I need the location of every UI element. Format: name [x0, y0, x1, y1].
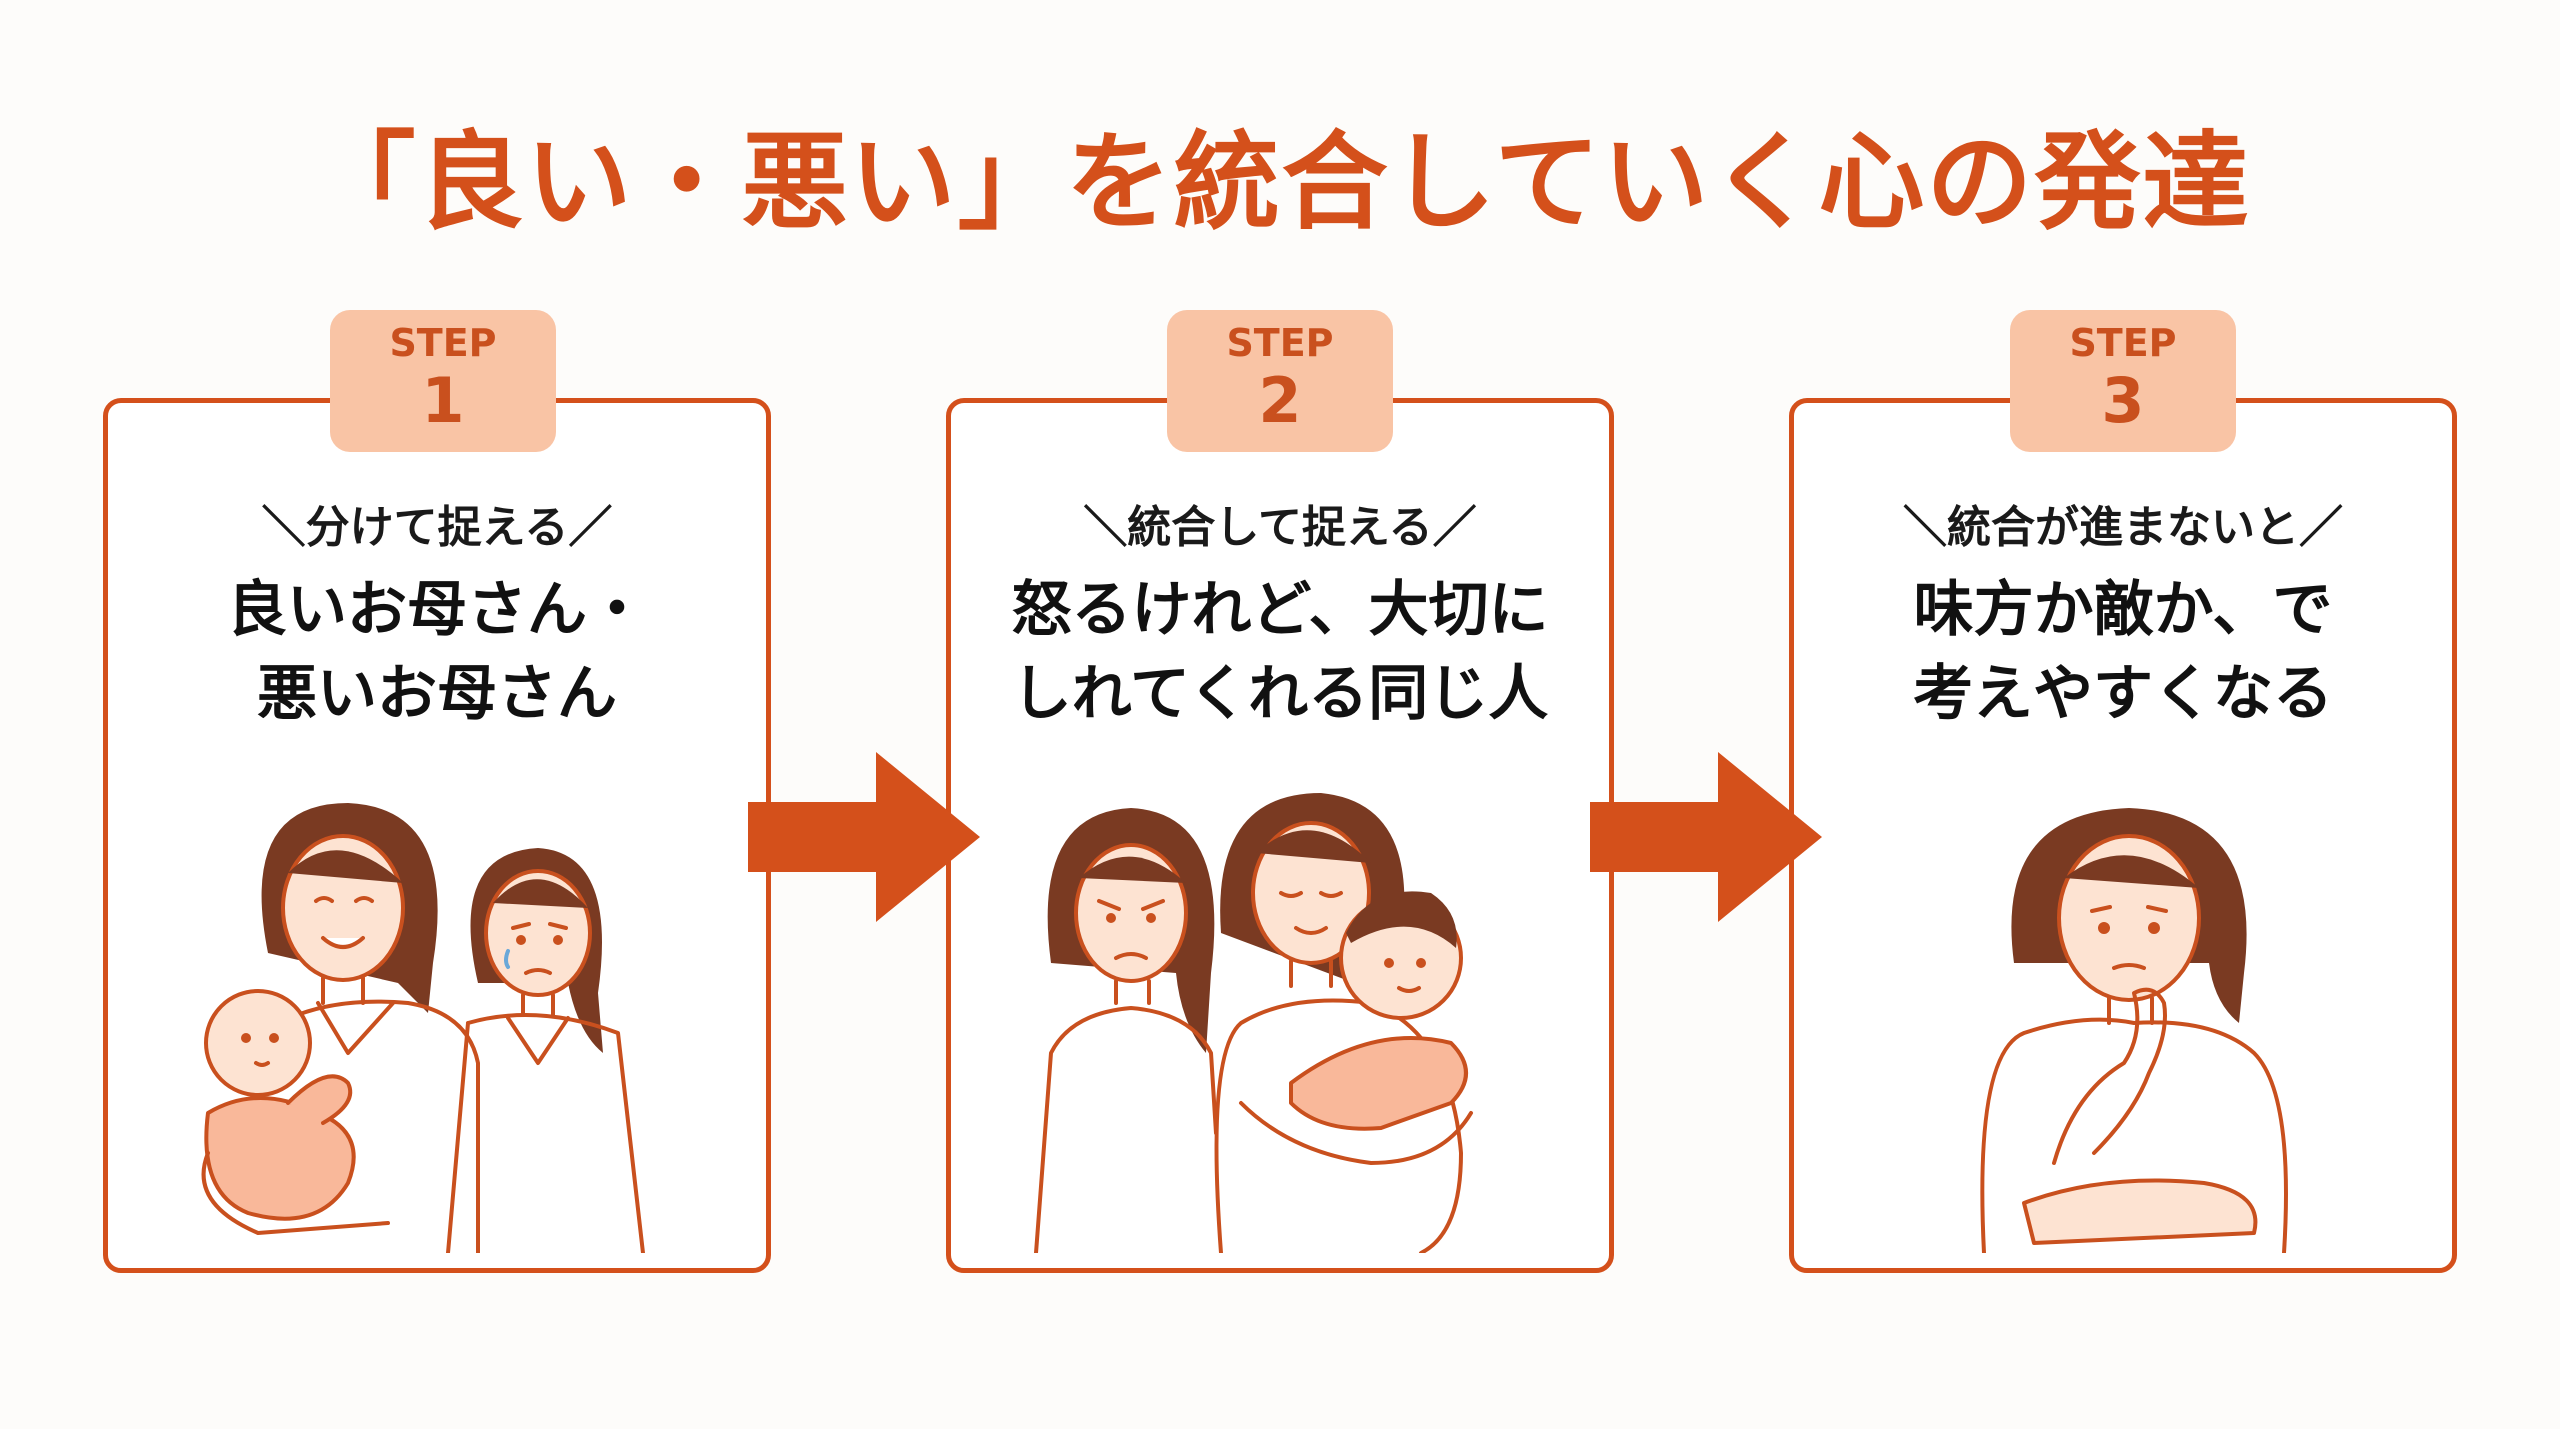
step-2-card: ＼統合して捉える／ 怒るけれど、大切に しれてくれる同じ人	[946, 398, 1614, 1273]
step-subtitle: ＼分けて捉える／	[261, 502, 613, 553]
angry-and-caring-mother-illustration	[1034, 793, 1473, 1253]
step-heading: 怒るけれど、大切に しれてくれる同じ人	[1011, 575, 1549, 729]
step-number: 3	[2101, 364, 2145, 437]
step-label: STEP	[1226, 321, 1334, 365]
step-1-badge: STEP 1	[330, 310, 556, 452]
thinking-person-illustration	[1980, 808, 2288, 1253]
step-1-card: ＼分けて捉える／ 良いお母さん・ 悪いお母さん	[103, 398, 771, 1273]
step-label: STEP	[389, 321, 497, 365]
step-subtitle: ＼統合して捉える／	[1083, 502, 1477, 553]
right-arrow-icon	[1590, 752, 1822, 922]
step-2-badge: STEP 2	[1167, 310, 1393, 452]
step-number: 2	[1258, 364, 1302, 437]
step-3-card: ＼統合が進まないと／ 味方か敵か、で 考えやすくなる	[1789, 398, 2457, 1273]
step-subtitle: ＼統合が進まないと／	[1903, 502, 2343, 553]
step-3-badge: STEP 3	[2010, 310, 2236, 452]
page-title: 「良い・悪い」を統合していく心の発達	[309, 121, 2251, 244]
step-label: STEP	[2069, 321, 2177, 365]
good-and-bad-mother-illustration	[201, 803, 645, 1253]
step-number: 1	[421, 364, 465, 437]
step-heading: 味方か敵か、で 考えやすくなる	[1913, 575, 2333, 729]
step-heading: 良いお母さん・ 悪いお母さん	[227, 575, 647, 729]
right-arrow-icon	[748, 752, 980, 922]
